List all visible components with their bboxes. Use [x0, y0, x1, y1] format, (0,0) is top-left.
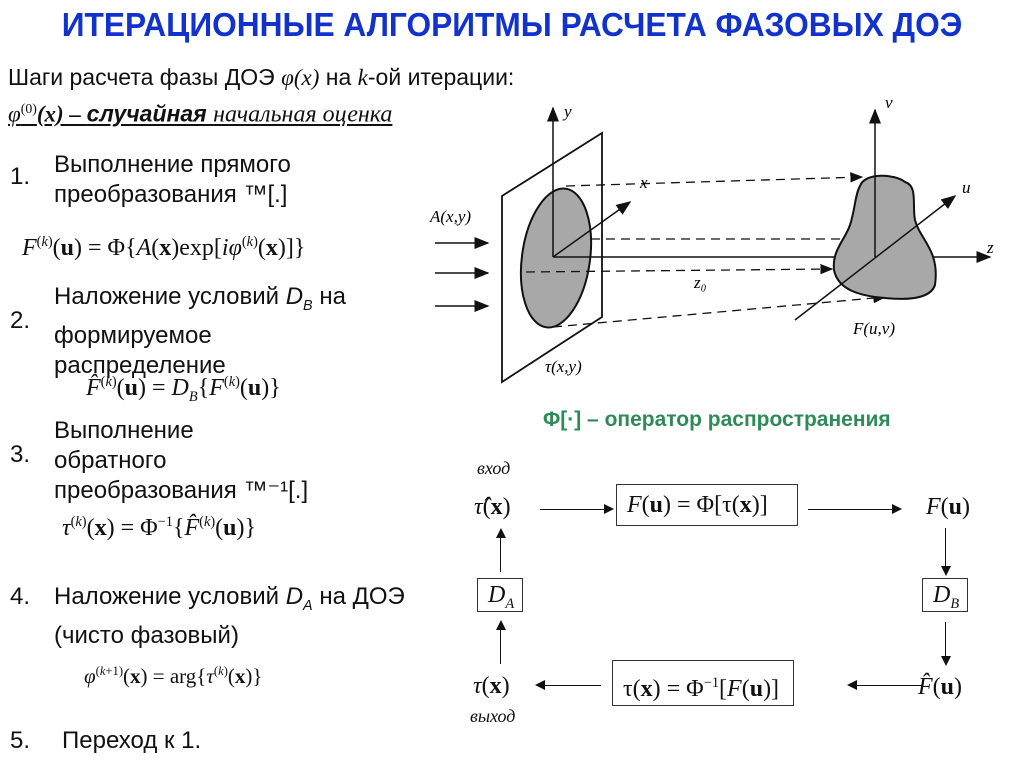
- flow-arrow-4: [945, 622, 946, 658]
- arrowhead-icon: [496, 528, 506, 538]
- axis-x-label: x: [639, 173, 648, 192]
- optical-setup-diagram: y x v u z A(x,y) τ(x,y) z₀ F(u,v): [429, 93, 994, 384]
- DA-box: DA: [477, 578, 523, 612]
- inverse-transform-box: τ(x) = Φ−1[F(u)]: [612, 660, 794, 706]
- arrowhead-icon: [847, 680, 857, 690]
- step-3-formula: τ(k)(x) = Φ−1{F̂(k)(u)}: [62, 514, 257, 541]
- output-field-label: F(u,v): [852, 319, 895, 338]
- step-3-line-1: Выполнение: [54, 417, 194, 444]
- axis-u-label: u: [962, 178, 971, 197]
- step-1-line-2: преобразования ™[.]: [54, 181, 288, 208]
- phi-symbol: φ: [8, 101, 21, 127]
- intro-text: Шаги расчета фазы ДОЭ: [8, 64, 282, 90]
- step-1-number: 1.: [10, 163, 31, 190]
- step-2-formula: F̂(k)(u) = DB{F(k)(u)}: [86, 374, 281, 405]
- forward-transform-box: F(u) = Φ[τ(x)]: [616, 484, 798, 526]
- axis-y-label: y: [562, 102, 572, 121]
- intro-text-suffix: -ой итерации:: [367, 64, 515, 90]
- F-u-value: F(u): [926, 494, 971, 520]
- tau-hat-input: τ̂(x): [474, 494, 511, 520]
- intro-line-1: Шаги расчета фазы ДОЭ φ(x) на k-ой итера…: [8, 62, 514, 93]
- intro-text-mid: на: [319, 64, 358, 90]
- phi-symbol: φ(x): [281, 65, 320, 90]
- step-3-line-2: обратного: [54, 447, 167, 474]
- phi-superscript: (0): [20, 101, 37, 116]
- initial-estimate-label: начальная оценка: [213, 101, 393, 128]
- arrowhead-icon: [941, 566, 951, 576]
- arrowhead-icon: [941, 656, 951, 666]
- phi-arg: (x) –: [36, 101, 87, 127]
- random-label: случайная: [86, 100, 214, 127]
- DB-box: DB: [922, 578, 968, 612]
- step-4-number: 4.: [10, 583, 31, 610]
- intro-line-2: φ(0)(x) – случайная начальная оценка: [8, 94, 392, 130]
- step-2-number: 2.: [10, 307, 31, 334]
- flow-arrow-1: [540, 509, 608, 510]
- step-1-formula: F(k)(u) = Φ{A(x)exp[iφ(k)(x)]}: [22, 234, 306, 261]
- input-field-label: A(x,y): [429, 207, 471, 226]
- step-4-line-2: (чисто фазовый): [54, 621, 239, 649]
- step-5-text: Переход к 1.: [62, 727, 202, 754]
- step-1-line-1: Выполнение прямого: [54, 151, 291, 178]
- step-2-line-2: формируемое: [54, 321, 212, 349]
- axis-z-label: z: [986, 238, 994, 257]
- step-4-text: Наложение условий DA на ДОЭ (чисто фазов…: [54, 582, 405, 651]
- step-1-text: Выполнение прямого преобразования ™[.]: [54, 150, 291, 210]
- flow-arrow-6: [543, 685, 601, 686]
- output-word: выход: [470, 706, 516, 726]
- step-2-line-1: Наложение условий DB на: [54, 283, 346, 314]
- flow-arrow-3: [945, 528, 946, 568]
- step-4-line-1: Наложение условий DA на ДОЭ: [54, 583, 405, 614]
- step-3-line-3: преобразования ™⁻¹[.]: [54, 477, 309, 504]
- step-5-number: 5.: [10, 727, 31, 754]
- arrowhead-icon: [535, 680, 545, 690]
- arrowhead-icon: [496, 620, 506, 630]
- F-hat-value: F̂(u): [918, 674, 963, 700]
- page-title: ИТЕРАЦИОННЫЕ АЛГОРИТМЫ РАСЧЕТА ФАЗОВЫХ Д…: [61, 6, 963, 43]
- step-4-formula: φ(k+1)(x) = arg{τ(k)(x)}: [84, 664, 263, 688]
- doe-plane-label: τ(x,y): [545, 357, 582, 376]
- flow-arrow-8: [500, 536, 501, 572]
- distance-label: z₀: [693, 273, 707, 292]
- step-2-line-3: распределение: [54, 351, 226, 379]
- flow-arrow-5: [855, 685, 923, 686]
- flow-arrow-2: [808, 509, 894, 510]
- step-2-text: Наложение условий DB на формируемое расп…: [54, 282, 346, 381]
- step-3-number: 3.: [10, 441, 31, 468]
- k-symbol: k: [357, 65, 368, 90]
- operator-note: Φ[·] – оператор распространения: [543, 408, 891, 431]
- flow-arrow-7: [500, 628, 501, 664]
- tau-output: τ(x): [473, 673, 510, 699]
- input-word: вход: [477, 458, 511, 478]
- axis-v-label: v: [885, 93, 893, 112]
- step-3-text: Выполнение обратного преобразования ™⁻¹[…: [54, 416, 308, 506]
- arrowhead-icon: [604, 504, 614, 514]
- arrowhead-icon: [892, 504, 902, 514]
